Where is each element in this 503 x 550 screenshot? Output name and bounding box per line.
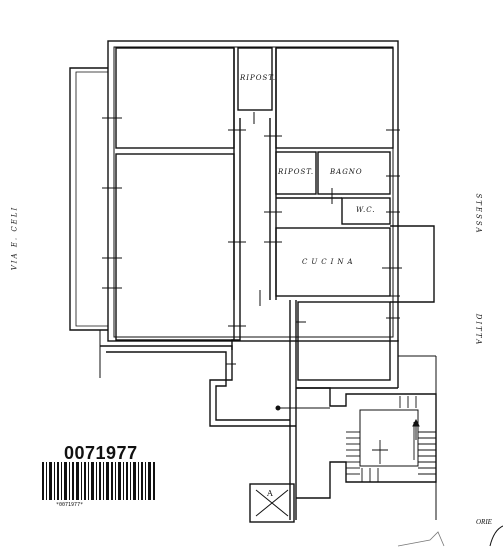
street-label-left: VIA E. CELI [10, 205, 19, 271]
outer-wall-outer [107, 40, 399, 342]
outer-wall-inner [113, 46, 394, 338]
label-bagno: BAGNO [330, 168, 363, 176]
scan-smudge [397, 531, 445, 547]
left-balcony [69, 67, 108, 331]
document-id: 0071977 [64, 443, 138, 463]
cucina-balcony [390, 225, 435, 303]
room-lower-right [297, 301, 391, 381]
barcode-caption: *0071977* [56, 502, 84, 508]
direction-arrows [275, 405, 420, 451]
orientation-label: ORIE [476, 518, 492, 526]
label-wc: W.C. [356, 206, 376, 214]
stair-inner [359, 409, 419, 467]
room-cucina [275, 227, 391, 297]
room-bagno [317, 151, 391, 195]
room-right-top [275, 47, 394, 149]
street-label-right-top: STESSA [474, 193, 483, 235]
room-wc [341, 197, 391, 225]
label-stair-marker: A [267, 489, 274, 498]
barcode [42, 462, 155, 500]
room-left-bottom [115, 153, 235, 341]
room-ripost-top [237, 47, 273, 111]
label-ripost-mid: RIPOST. [278, 168, 315, 176]
label-cucina: CUCINA [302, 258, 357, 266]
elevator-box [249, 483, 295, 523]
street-label-right-bottom: DITTA [474, 313, 483, 347]
orientation-mark [489, 525, 503, 547]
stair-outer [296, 387, 437, 499]
opening-ticks [102, 112, 402, 365]
room-ripost-mid [275, 151, 317, 195]
stair-treads [346, 396, 436, 482]
label-ripost-top: RIPOST. [240, 74, 277, 82]
room-left-top [115, 47, 235, 149]
